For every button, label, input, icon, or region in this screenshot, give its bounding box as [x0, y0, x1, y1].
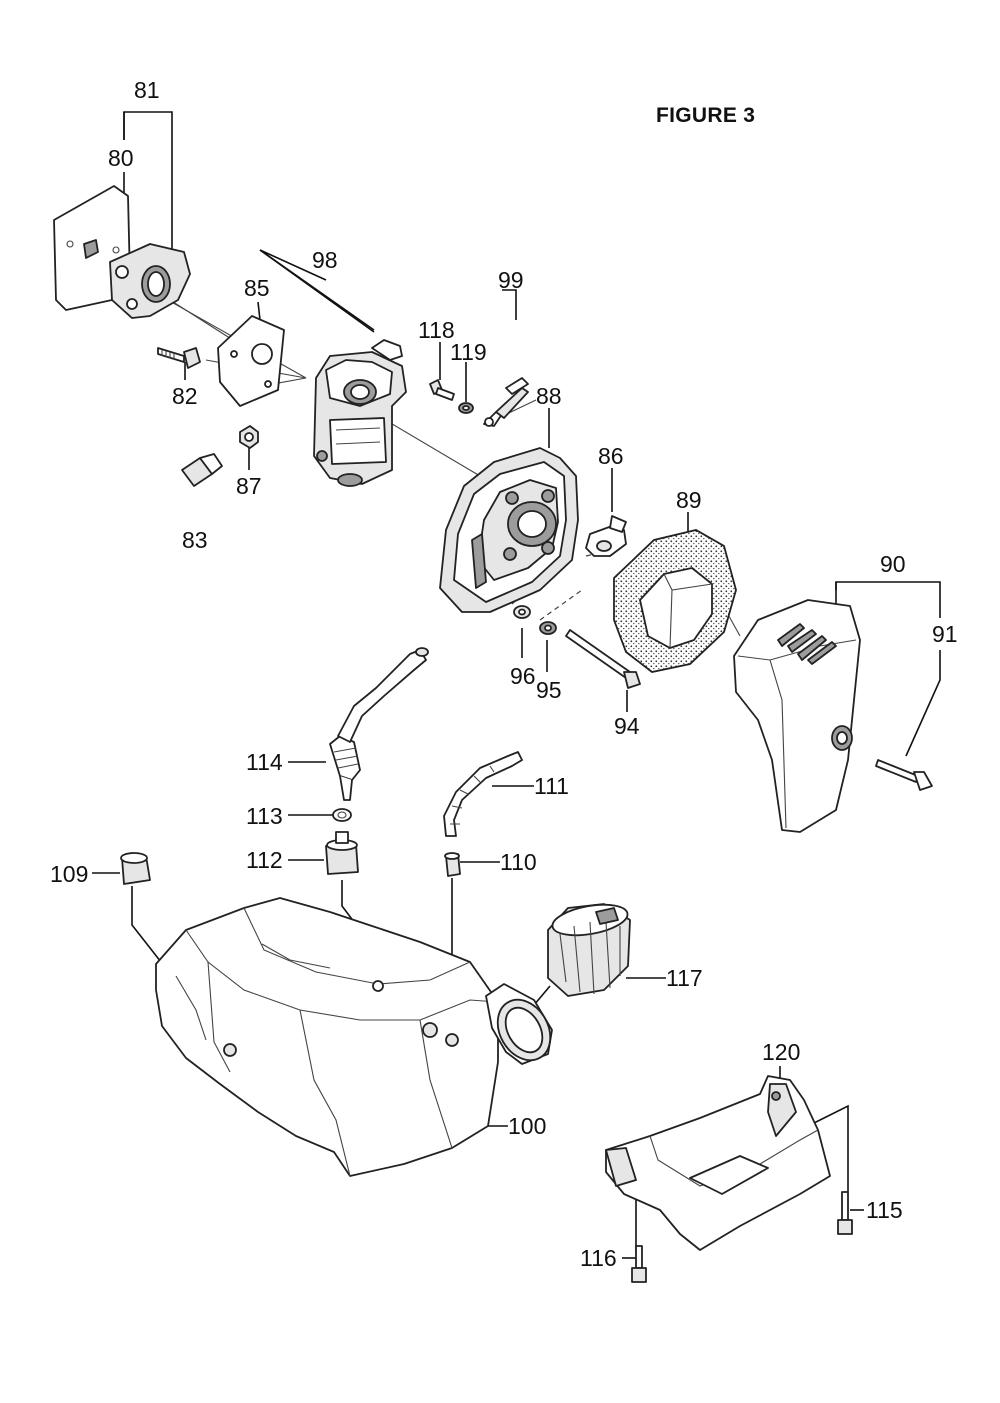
label-110: 110: [500, 849, 537, 875]
label-109: 109: [50, 861, 88, 887]
part-100-fuel-tank: [155, 897, 553, 1177]
label-80: 80: [108, 145, 134, 171]
label-112: 112: [246, 847, 283, 873]
label-86: 86: [598, 443, 624, 469]
label-111: 111: [534, 773, 569, 799]
part-120-tank-bracket: [605, 1075, 831, 1251]
label-91: 91: [932, 621, 958, 647]
part-119-washer: [458, 402, 474, 414]
label-115: 115: [866, 1197, 903, 1223]
label-82: 82: [172, 383, 198, 409]
label-118: 118: [418, 317, 455, 343]
label-114: 114: [246, 749, 283, 775]
part-91-knob-screw: [875, 759, 933, 791]
label-116: 116: [580, 1245, 617, 1271]
part-83-fitting: [181, 453, 223, 487]
part-87-nut: [239, 425, 259, 449]
part-90-air-cleaner-cover: [733, 599, 861, 833]
part-114-fuel-hose-filter: [329, 647, 429, 801]
label-119: 119: [450, 339, 487, 365]
label-87: 87: [236, 473, 262, 499]
part-111-vent-hose: [443, 751, 523, 837]
label-96: 96: [510, 663, 536, 689]
label-85: 85: [244, 275, 270, 301]
part-115-screw: [837, 1191, 853, 1235]
part-117-fuel-cap: [547, 903, 631, 997]
part-89-air-filter-element: [613, 529, 737, 673]
label-113: 113: [246, 803, 283, 829]
part-109-cushion: [120, 852, 151, 885]
part-110-grommet: [444, 852, 461, 877]
part-95-washer: [539, 621, 557, 635]
part-81-insulator: [109, 243, 191, 319]
label-99: 99: [498, 267, 524, 293]
part-86-choke-lever: [585, 515, 627, 557]
part-118-screw: [429, 379, 455, 401]
part-96-washer: [513, 605, 531, 619]
label-100: 100: [508, 1113, 546, 1139]
label-95: 95: [536, 677, 562, 703]
label-98: 98: [312, 247, 338, 273]
part-88-air-cleaner-case: [439, 447, 579, 613]
part-85-gasket: [217, 315, 285, 407]
part-98-carburetor: [313, 339, 407, 487]
label-120: 120: [762, 1039, 800, 1065]
label-94: 94: [614, 713, 640, 739]
label-89: 89: [676, 487, 702, 513]
part-99-bracket: [483, 377, 529, 427]
label-90: 90: [880, 551, 906, 577]
figure-title: FIGURE 3: [656, 104, 756, 127]
part-number-labels: 81 80 98 85 82 87 83 118 119 99 88 86 89…: [50, 77, 958, 1271]
label-83: 83: [182, 527, 208, 553]
label-88: 88: [536, 383, 562, 409]
part-113-clip: [332, 808, 352, 822]
part-112-fuel-weight: [325, 831, 359, 875]
part-94-long-bolt: [565, 629, 641, 689]
label-117: 117: [666, 965, 703, 991]
label-81: 81: [134, 77, 160, 103]
part-116-screw: [631, 1245, 647, 1283]
part-82-bolt: [157, 347, 201, 369]
